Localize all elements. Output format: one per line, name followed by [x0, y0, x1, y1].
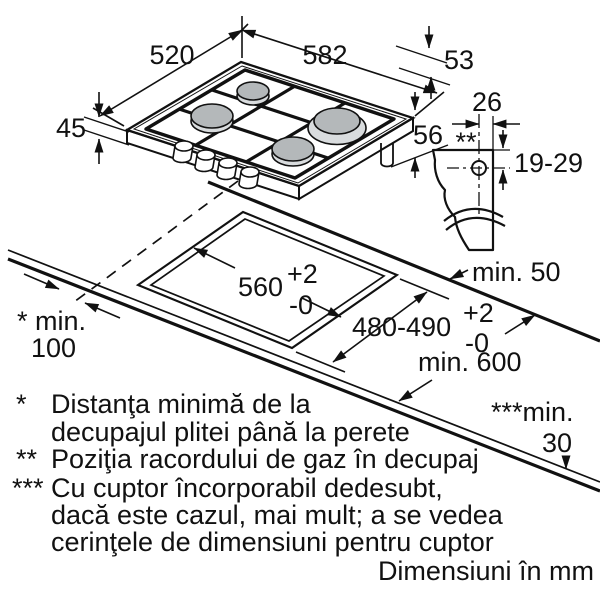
dim-1929-label: 19-29	[514, 148, 583, 178]
dim-560-tol-minus: -0	[289, 290, 313, 320]
dim-53-label: 53	[444, 45, 474, 75]
dim-560-value: 560	[238, 272, 283, 302]
dim-582-ext-line	[414, 91, 445, 117]
min30-label: ***min.	[491, 397, 574, 427]
dim-480-tol-minus: -0	[465, 328, 489, 358]
gas-hole	[471, 160, 487, 176]
footnote-3-line-1: Cu cuptor încorporabil dedesubt,	[51, 473, 443, 503]
control-knobs	[172, 140, 260, 190]
cutout-outline-outer	[135, 210, 400, 350]
footnote-1-marker: *	[16, 389, 27, 419]
units-note: Dimensiuni în mm	[378, 556, 594, 586]
min600-arrow-upper	[504, 314, 536, 335]
dim-582-label: 582	[302, 40, 347, 70]
hob-top-surface	[124, 60, 416, 188]
dim-45-label: 45	[56, 113, 86, 143]
footnote-3-line-3: cerinţele de dimensiuni pentru cuptor	[51, 527, 494, 557]
dim-480-value: 480-490	[352, 312, 451, 342]
cutout-dimensions: 560 +2 -0 480-490 +2 -0	[193, 247, 501, 373]
burner-wok	[307, 107, 367, 146]
footnote-1-line-2: decupajul plitei până la perete	[51, 417, 410, 447]
dim-480-tol-plus: +2	[463, 298, 494, 328]
gas-connection-detail: 26 ** 19-29	[431, 87, 583, 252]
gas-pipe-curve-top	[443, 207, 504, 222]
footnote-3-line-2: dacă este cazul, mai mult; a se vedea	[51, 500, 504, 530]
min100-arrow-lower	[84, 302, 121, 319]
burner-left	[190, 103, 234, 134]
dim-520-label: 520	[149, 40, 194, 70]
min50-label: min. 50	[472, 257, 561, 287]
cutout-outline-inner	[149, 218, 386, 342]
gas-pipe-curve-bottom	[445, 216, 506, 231]
worktop-front-edge-top	[7, 249, 600, 483]
dim-560-arrow-left	[193, 247, 236, 269]
dim-53-line-bottom	[398, 67, 451, 86]
burner-front	[271, 136, 315, 167]
min100-value: 100	[31, 333, 76, 363]
dim-520-arrow-line	[99, 29, 243, 117]
footnotes: * Distanţa minimă de la decupajul plitei…	[12, 389, 594, 586]
hob-foot	[380, 143, 394, 168]
dim-26-label: 26	[472, 87, 502, 117]
gas-marker-label: **	[455, 127, 477, 157]
grate-bar-1	[195, 84, 296, 147]
min50-arrow	[449, 268, 469, 280]
gas-bracket-outline	[431, 148, 495, 252]
burner-back	[236, 81, 270, 106]
footnote-3-marker: ***	[12, 473, 44, 503]
dim-cutout-width-label: 560 +2 -0	[238, 259, 325, 320]
clearance-dimensions: min. 50 min. 600 ***min. 30 * min. 100	[17, 257, 574, 470]
dim-45-line-bottom	[83, 129, 130, 146]
dim-480-ext-line-bottom	[295, 351, 346, 373]
footnote-2-marker: **	[16, 444, 38, 474]
dim-582-arrow-line	[241, 29, 438, 94]
min100-arrow-upper	[23, 273, 60, 290]
dim-45-line-top	[83, 116, 130, 133]
min30-value: 30	[542, 428, 572, 458]
dim-56-ext-line	[390, 144, 449, 168]
dim-560-tol-plus: +2	[287, 259, 318, 289]
footnote-2-line-1: Poziţia racordului de gaz în decupaj	[51, 444, 479, 474]
dim-480-arrow-line	[332, 291, 428, 363]
dim-480-ext-line-top	[399, 278, 450, 300]
projection-dashed-line	[73, 180, 239, 303]
worktop-front-edge-bottom	[7, 257, 600, 493]
hob-drawing	[124, 60, 416, 201]
min600-arrow-lower	[398, 379, 433, 402]
min100-label: * min.	[17, 306, 86, 336]
hob-dimensions: 520 582 45 53 56	[56, 16, 474, 178]
dim-cutout-depth-label: 480-490 +2 -0	[352, 298, 501, 358]
dim-53-line-top	[395, 45, 448, 64]
dim-56-label: 56	[413, 120, 443, 150]
footnote-1-line-1: Distanţa minimă de la	[51, 389, 312, 419]
min600-label: min. 600	[418, 347, 522, 377]
